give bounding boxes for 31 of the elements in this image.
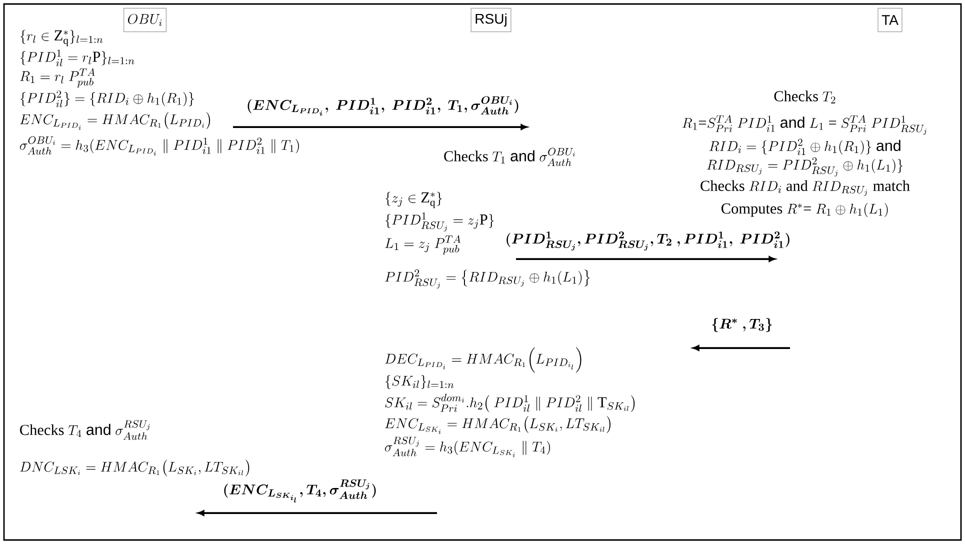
equation: $SK_{il} = S^{dom_i}_{Pri}.h_2\big(\ PID^1_{il} \parallel PID^2_{il} \parallel \mathrm{T}_{SK_{il}}\big)$ [385,394,635,412]
equation: $RID_{RSU_j} = PID^2_{RSU_j} \oplus h_1(L_1)\}$ [706,157,903,176]
equation: $R_1\text{=}S^{TA}_{Pri}\ PID^1_{i1} \text{ \textsf{and} } L_1 \text{ = } S^{TA}_{Pri}\ PID^1_{RSU_j}$ [682,115,926,135]
equation: $RID_i = \{PID^2_{i1} \oplus h_1(R_1)\} \text{ \textsf{and}}$ [709,138,900,156]
equation: $\{r_l \in \mathrm{Z}^*_{\mathrm{q}}\}_{l=1:n}$ [20,30,103,46]
equation: $\text{Checks } T_2$ [774,90,836,104]
equation: $DNC_{LSK_i} = HMAC_{R_1}\big(L_{SK_i}, LT_{SK_{il}}\big)$ [20,460,250,476]
equation: $\sigma^{OBU_i}_{Auth} = h_3(ENC_{L_{PID_i}} \parallel PID^1_{i1} \parallel PID^2_{i1} \parallel T_1)$ [20,136,299,156]
message-label: $(ENC_{L_{SK_{i_l}}}, T_4, \sigma^{RSU_j}_{Auth})$ [224,479,376,503]
equation: $\text{Checks } T_4 \text{ \textsf{and} } \sigma^{RSU_j}_{Auth}$ [20,420,150,440]
equation: $\{SK_{il}\}_{l=1:n}$ [385,374,454,390]
equation: $\text{Checks } T_1 \text{ \textsf{and} } \sigma^{OBU_i}_{Auth}$ [444,148,575,166]
equation: $\text{Computes } R^* \text{= } R_1 \oplus h_1(L_1)$ [722,202,888,218]
equation: $\{PID^1_{RSU_j} = z_j \mathrm{P}\}$ [385,212,494,232]
equation: $\{z_j \in \mathrm{Z}^*_{\mathrm{q}}\}$ [385,192,442,208]
equation: $ENC_{L_{SK_i}} = HMAC_{R_1}\big(L_{SK_i}, LT_{SK_{il}}\big)$ [385,416,610,434]
equation: $\text{Checks } RID_i \text{ and } RID_{RSU_j} \text{ match}$ [700,180,910,196]
equation: $\{PID^1_{il} = r_l \mathrm{P}\}_{l=1:n}$ [20,50,134,66]
equation: $DEC_{L_{PID_i}} = HMAC_{R_1}\Big(L_{PID_{i_l}}\Big)$ [385,347,582,373]
entity-box: RSUj [470,8,512,32]
equation: $R_1 = r_l\ P^{TA}_{pub}$ [20,68,95,88]
message-label: $\{R^*\ , \boldsymbol{T_3}\}$ [712,318,772,332]
entity-box: $OBU_i$ [123,8,167,32]
equation: $PID^2_{RSU_j} = \big\{RID_{RSU_j} \oplus h_1(L_1)\big\}$ [385,269,590,288]
entity-box: TA [878,8,902,32]
message-label: $(PID^1_{RSU_j}, PID^2_{RSU_j}, T_2\ , PID^1_{i1},\ PID^2_{i1})$ [506,231,790,250]
equation: $\sigma^{RSU_j}_{Auth} = h_3(ENC_{L_{SK_i}} \parallel T_4)$ [384,436,550,458]
equation: $\{PID^2_{il}\} = \{RID_i \oplus h_1(R_1)\}$ [20,90,194,108]
message-label: $(ENC_{L_{PID_i}},\ PID^1_{i1},\ PID^2_{i1},\ T_1, \sigma^{OBU_i}_{Auth})$ [248,96,518,116]
equation: $L_1 = z_j\ P^{TA}_{pub}$ [385,235,461,254]
equation: $ENC_{L_{PID_i}} = HMAC_{R_1}\big(L_{PID_i}\big)$ [20,112,210,130]
